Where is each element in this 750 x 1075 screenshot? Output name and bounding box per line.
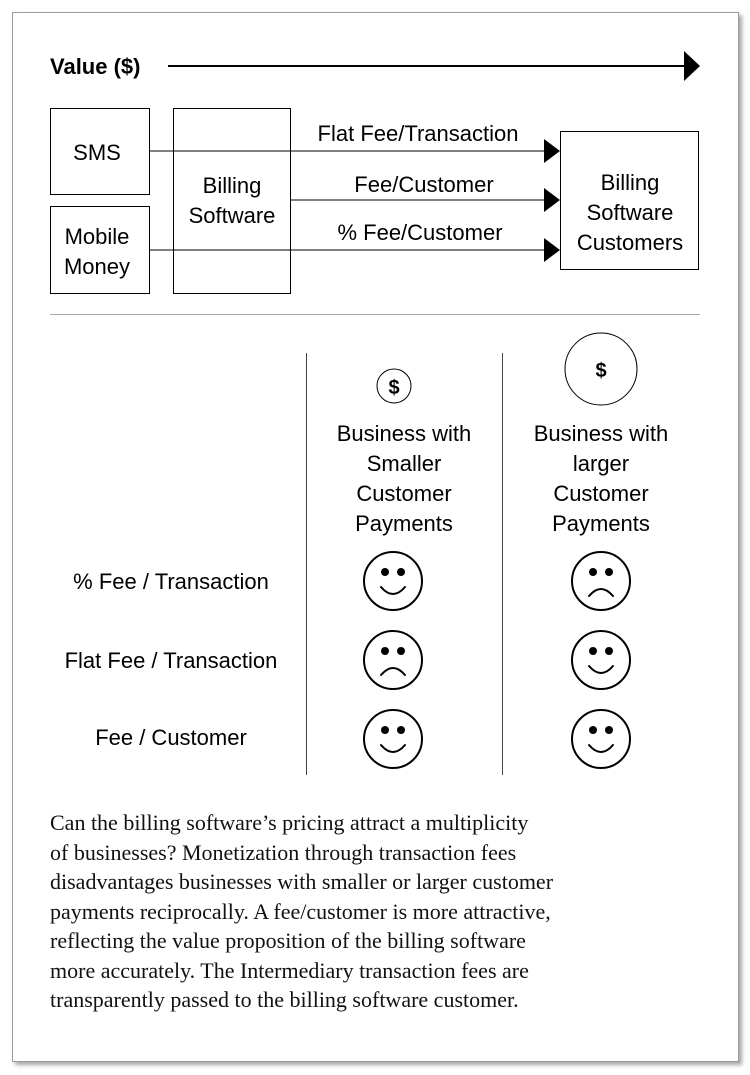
sms-label: SMS <box>73 140 121 165</box>
mobile-money-label-line1: Mobile <box>65 224 130 249</box>
figure-frame <box>12 12 739 1062</box>
billing-software-label-line1: Billing <box>203 173 262 198</box>
large-dollar-coin-icon: $ <box>564 332 638 406</box>
mobile-money-label-line2: Money <box>64 254 130 279</box>
flow-label-fee-customer: Fee/Customer <box>354 172 493 197</box>
large-coin-symbol: $ <box>595 360 606 382</box>
sad-face-icon <box>571 551 631 611</box>
happy-face-icon <box>571 630 631 690</box>
column-header-smaller-line1: Business with <box>337 421 472 446</box>
row-label-flat-fee: Flat Fee / Transaction <box>65 648 278 673</box>
row-label-percent-fee: % Fee / Transaction <box>73 569 269 594</box>
billing-software-label-line2: Software <box>189 203 276 228</box>
customers-label-line3: Customers <box>577 230 683 255</box>
flow-arrowhead-flat-fee <box>544 139 560 163</box>
value-axis-arrowhead <box>684 51 700 81</box>
column-header-smaller-line4: Payments <box>355 511 453 536</box>
billing-software-box <box>173 108 291 294</box>
small-dollar-coin-icon: $ <box>376 368 412 404</box>
flow-arrowhead-fee-customer <box>544 188 560 212</box>
column-header-smaller-line3: Customer <box>356 481 451 506</box>
customers-box <box>560 131 699 270</box>
flow-arrowhead-percent-fee <box>544 238 560 262</box>
column-header-smaller: Business with Smaller Customer Payments <box>337 421 472 536</box>
happy-face-icon <box>363 551 423 611</box>
column-header-larger: Business with larger Customer Payments <box>534 421 669 536</box>
rating-faces <box>363 551 631 769</box>
column-header-larger-line4: Payments <box>552 511 650 536</box>
column-header-smaller-line2: Smaller <box>367 451 442 476</box>
small-coin-symbol: $ <box>388 377 399 399</box>
customers-label-line1: Billing <box>601 170 660 195</box>
sad-face-icon <box>363 630 423 690</box>
value-axis-label: Value ($) <box>50 54 140 79</box>
flow-label-percent-fee: % Fee/Customer <box>337 220 502 245</box>
flow-label-flat-fee: Flat Fee/Transaction <box>318 121 519 146</box>
happy-face-icon <box>571 709 631 769</box>
row-label-fee-customer: Fee / Customer <box>95 725 247 750</box>
customers-label-line2: Software <box>587 200 674 225</box>
caption-text: Can the billing software’s pricing attra… <box>50 810 554 1012</box>
mobile-money-box <box>50 206 150 294</box>
column-header-larger-line2: larger <box>573 451 629 476</box>
happy-face-icon <box>363 709 423 769</box>
sms-box <box>50 108 150 195</box>
column-header-larger-line3: Customer <box>553 481 648 506</box>
column-header-larger-line1: Business with <box>534 421 669 446</box>
